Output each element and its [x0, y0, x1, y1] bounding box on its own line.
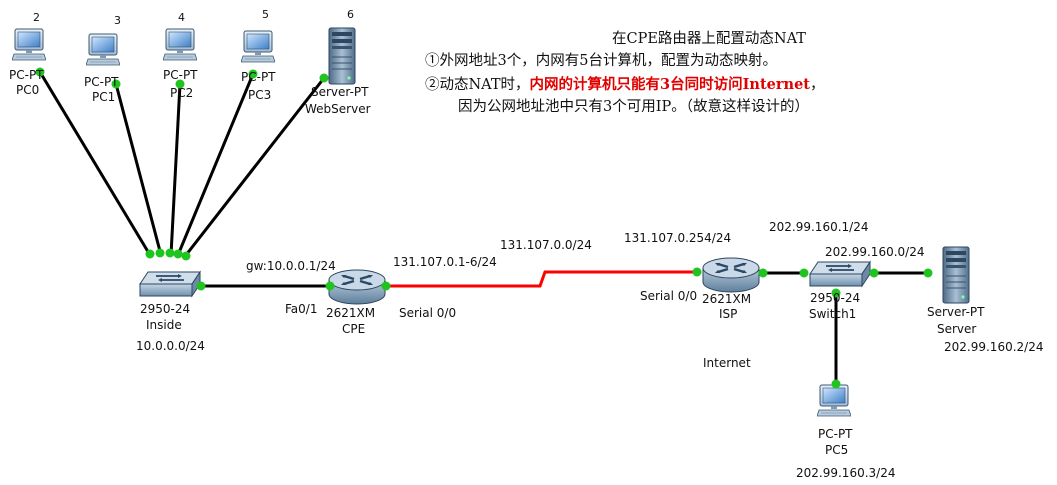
pc1-name: PC1	[92, 90, 116, 104]
server-name: Server	[937, 322, 977, 336]
note-title: 在CPE路由器上配置动态NAT	[612, 31, 806, 47]
pc0-number: 2	[33, 11, 40, 24]
webserver-name: WebServer	[305, 102, 371, 116]
cpe-gateway: gw:10.0.0.1/24	[246, 259, 336, 273]
inside-switch-name: Inside	[146, 318, 182, 332]
pc0-name: PC0	[16, 83, 40, 97]
port-dot	[155, 248, 165, 258]
link-pc0-inside[interactable]	[38, 70, 152, 257]
port-dot	[175, 79, 185, 89]
port-dot	[181, 251, 191, 261]
pc1-model: PC-PT	[84, 75, 119, 89]
pc3-model: PC-PT	[241, 70, 276, 84]
note-line2-end: ，	[810, 77, 825, 93]
switch1-name: Switch1	[809, 307, 857, 321]
pc5[interactable]	[817, 384, 851, 417]
internet-label: Internet	[703, 356, 751, 370]
port-dot	[381, 281, 391, 291]
note-line2-start: ②动态NAT时，	[425, 77, 530, 93]
webserver[interactable]	[328, 27, 356, 85]
port-dot	[758, 268, 768, 278]
isp-wan-port: Serial 0/0	[640, 289, 698, 303]
serial-network: 131.107.0.0/24	[500, 238, 592, 252]
link-pc3-inside[interactable]	[176, 72, 255, 257]
pc5-model: PC-PT	[818, 427, 853, 441]
pc5-ip: 202.99.160.3/24	[796, 466, 896, 480]
isp-lan-ip: 202.99.160.1/24	[769, 220, 869, 234]
port-dot	[923, 268, 933, 278]
isp-name: ISP	[719, 307, 738, 321]
isp-router[interactable]	[701, 256, 761, 294]
port-dot	[869, 268, 879, 278]
pc2-number: 4	[178, 11, 185, 24]
inside-switch[interactable]	[139, 271, 201, 297]
server[interactable]	[942, 246, 970, 304]
server-model: Server-PT	[927, 305, 985, 319]
switch1[interactable]	[809, 261, 871, 287]
links	[38, 70, 932, 388]
pc0-model: PC-PT	[9, 68, 44, 82]
port-dot	[35, 67, 45, 77]
cpe-wan-ip: 131.107.0.1-6/24	[393, 255, 497, 269]
port-dot	[831, 288, 841, 298]
cpe-router[interactable]	[327, 268, 387, 306]
port-dot	[799, 268, 809, 278]
pc1[interactable]	[86, 33, 120, 66]
webserver-number: 6	[347, 8, 354, 21]
pc3-number: 5	[262, 8, 269, 21]
port-dot	[173, 249, 183, 259]
note-line1: ①外网地址3个，内网有5台计算机，配置为动态映射。	[425, 53, 777, 69]
cpe-model: 2621XM	[326, 306, 376, 320]
pc5-name: PC5	[825, 443, 849, 457]
inside-switch-model: 2950-24	[140, 302, 191, 316]
link-pc1-inside[interactable]	[114, 82, 163, 257]
pc2[interactable]	[163, 28, 197, 61]
pc3[interactable]	[241, 30, 275, 63]
switch1-model: 2950-24	[810, 291, 861, 305]
link-webserver-inside[interactable]	[184, 76, 326, 257]
switch1-network: 202.99.160.0/24	[825, 245, 925, 259]
pc1-number: 3	[114, 14, 121, 27]
cpe-lan-port: Fa0/1	[285, 302, 318, 316]
note-line2-highlight: 内网的计算机只能有3台同时访问Internet	[529, 76, 810, 93]
port-dot	[692, 267, 702, 277]
port-dot	[831, 379, 841, 389]
port-dot	[248, 69, 258, 79]
server-ip: 202.99.160.2/24	[944, 340, 1044, 354]
webserver-model: Server-PT	[311, 85, 369, 99]
isp-wan-ip: 131.107.0.254/24	[624, 231, 732, 245]
port-dot	[165, 248, 175, 258]
port-indicators	[35, 67, 933, 389]
note-line2: ②动态NAT时，内网的计算机只能有3台同时访问Internet，	[425, 76, 825, 94]
inside-network: 10.0.0.0/24	[136, 339, 205, 353]
port-dot	[196, 281, 206, 291]
port-dot	[325, 281, 335, 291]
pc3-name: PC3	[248, 88, 272, 102]
link-pc2-inside[interactable]	[169, 82, 182, 257]
link-cpe-isp-serial[interactable]	[384, 270, 702, 288]
cpe-name: CPE	[342, 322, 366, 336]
cpe-wan-port: Serial 0/0	[399, 306, 457, 320]
port-dot	[145, 249, 155, 259]
note-line3: 因为公网地址池中只有3个可用IP。（故意这样设计的）	[458, 99, 809, 115]
pc2-model: PC-PT	[163, 68, 198, 82]
isp-model: 2621XM	[702, 292, 752, 306]
port-dot	[111, 79, 121, 89]
pc0[interactable]	[12, 28, 46, 61]
pc2-name: PC2	[170, 86, 194, 100]
port-dot	[319, 73, 329, 83]
